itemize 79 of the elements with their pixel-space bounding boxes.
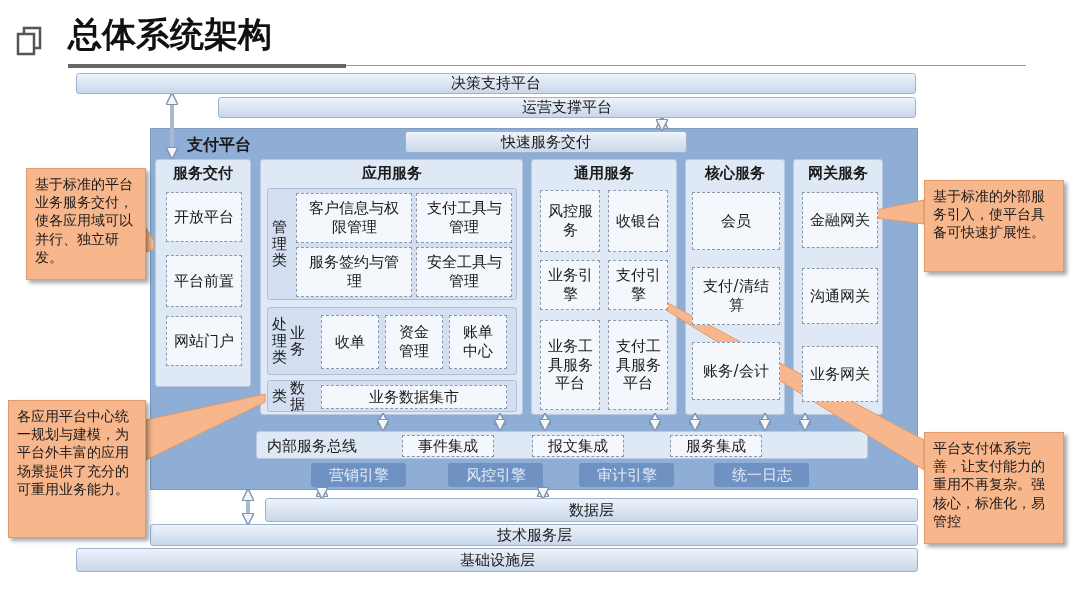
group-label: 类 [271,387,287,405]
service-box: 安全工具与管理 [416,247,512,297]
service-box: 业务工具服务平台 [540,320,600,410]
layer-bar: 数据层 [265,498,918,522]
group-label: 管理类 [271,219,287,269]
callout-note: 平台支付体系完善，让支付能力的重用不再复杂。强核心，标准化，易管控 [924,432,1064,544]
category-group [267,380,517,412]
service-column [155,159,251,387]
service-box: 资金管理 [385,315,443,369]
callout-pointer [145,393,266,461]
callout-pointer [145,227,155,253]
engine-box: 审计引擎 [579,463,674,487]
double-arrow [798,412,812,432]
engine-box: 风控引擎 [448,463,543,487]
title: 总体系统架构 [68,13,272,56]
callout-pointer [875,199,925,225]
column-title: 服务交付 [172,164,234,183]
column-title: 网关服务 [807,164,869,183]
category-group [267,188,517,300]
double-arrow [493,412,507,432]
layer-bar: 决策支持平台 [76,73,916,94]
service-box: 支付工具与管理 [416,193,512,243]
service-box: 业务网关 [802,346,878,402]
double-arrow [241,488,255,526]
double-arrow [376,412,390,432]
panel-title: 支付平台 [187,135,251,156]
double-arrow [655,116,669,132]
category-group [267,307,517,375]
double-arrow [536,484,550,500]
service-box: 报文集成 [532,435,624,457]
service-box: 金融网关 [802,192,878,248]
group-label: 业务 [289,324,305,358]
service-column [531,159,677,415]
service-box: 平台前置 [166,255,242,307]
bus-title: 内部服务总线 [267,437,357,456]
callout-note: 各应用平台中心统一规划与建模，为平台外丰富的应用场景提供了充分的可重用业务能力。 [8,400,146,538]
double-arrow [688,412,702,432]
double-arrow [538,412,552,432]
service-box: 服务集成 [670,435,762,457]
service-box: 支付/清结算 [692,267,780,325]
service-box: 网站门户 [166,316,242,366]
platform-panel [150,128,918,490]
layer-bar: 技术服务层 [150,524,918,546]
service-box: 业务数据集市 [321,385,507,409]
engine-box: 营销引擎 [311,463,406,487]
service-box: 风控服务 [540,190,600,252]
service-column [793,159,883,415]
callout-note: 基于标准的平台业务服务交付，使各应用域可以并行、独立研发。 [26,168,146,280]
layer-bar: 快速服务交付 [405,131,687,153]
service-box: 账务/会计 [692,342,780,400]
service-box: 客户信息与权限管理 [296,193,412,243]
layer-bar: 运营支撑平台 [218,97,916,118]
double-arrow [758,412,772,432]
service-box: 收单 [321,315,379,369]
service-box: 支付引擎 [608,260,668,310]
engine-box: 统一日志 [714,463,809,487]
service-bus-bar [256,431,868,459]
service-box: 事件集成 [402,435,494,457]
service-column [685,159,785,415]
column-title: 应用服务 [360,164,423,183]
service-box: 会员 [692,192,780,250]
double-arrow [315,484,329,500]
service-box: 收银台 [608,190,668,252]
service-box: 沟通网关 [802,268,878,324]
service-box: 业务引擎 [540,260,600,310]
callout-note: 基于标准的外部服务引入，使平台具备可快速扩展性。 [924,180,1064,272]
layer-bar: 基础设施层 [76,548,918,572]
column-title: 通用服务 [573,164,635,183]
column-title: 核心服务 [703,164,766,183]
service-box: 账单中心 [449,315,507,369]
group-label: 处理类 [271,316,287,366]
callout-pointer [665,301,925,471]
service-box: 服务签约与管理 [296,247,412,297]
double-arrow [648,412,662,432]
group-label: 数据 [289,379,305,413]
service-box: 开放平台 [166,192,242,242]
service-box: 支付工具服务平台 [608,320,668,410]
double-arrow [165,92,179,160]
service-column [260,159,523,415]
